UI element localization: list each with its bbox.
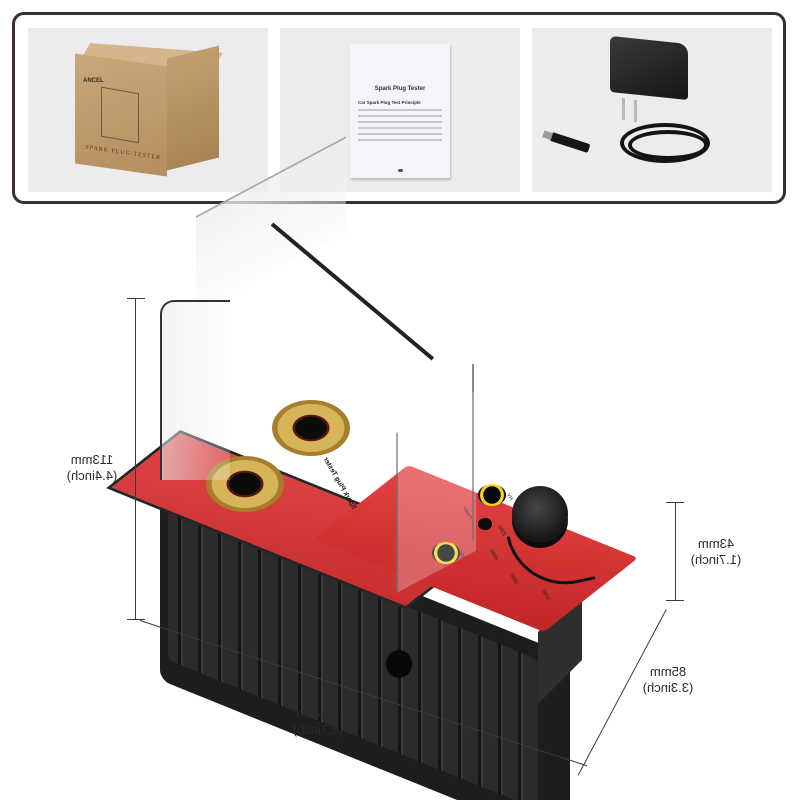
accessories-frame: ANCEL SPARK PLUG TESTER Spark Plug Teste… (12, 12, 786, 204)
dimension-tick (666, 600, 684, 601)
dimension-tick (127, 619, 145, 620)
packaging-box-image: ANCEL SPARK PLUG TESTER (75, 43, 225, 180)
dimension-tick (666, 502, 684, 503)
power-led-icon (478, 518, 492, 530)
spark-plug-port-icon (206, 456, 284, 512)
voltage-knob-icon (509, 483, 571, 545)
box-brand: ANCEL (83, 78, 104, 84)
height-dimension-line (135, 298, 136, 620)
depth-dimension-label: 85mm (3.3inch) (642, 664, 694, 695)
user-manual-image: Spark Plug Tester Car Spark Plug Test Pr… (350, 44, 450, 178)
plug-prong-icon (622, 98, 625, 120)
cable-icon (620, 123, 710, 163)
panel-height-dimension-line (675, 502, 676, 600)
spark-plug-port-icon (272, 400, 350, 456)
height-dimension-label: 113mm (4.4inch) (66, 452, 118, 483)
hv-socket-icon (432, 542, 460, 564)
power-jack-icon (386, 650, 412, 678)
plug-prong-icon (634, 100, 637, 122)
length-dimension-label: 145mm (5.7inch) (292, 706, 344, 737)
panel-height-dimension-label: 43mm (1.7inch) (690, 536, 742, 567)
page-number-icon (398, 169, 403, 172)
manual-heading: Car Spark Plug Test Principle (358, 100, 421, 105)
cable-icon (628, 130, 708, 160)
hv-socket-icon (478, 484, 506, 506)
hv-label: HV (505, 492, 514, 502)
power-adapter-panel (532, 28, 772, 192)
dimension-tick (127, 298, 145, 299)
manual-title: Spark Plug Tester (374, 86, 426, 92)
